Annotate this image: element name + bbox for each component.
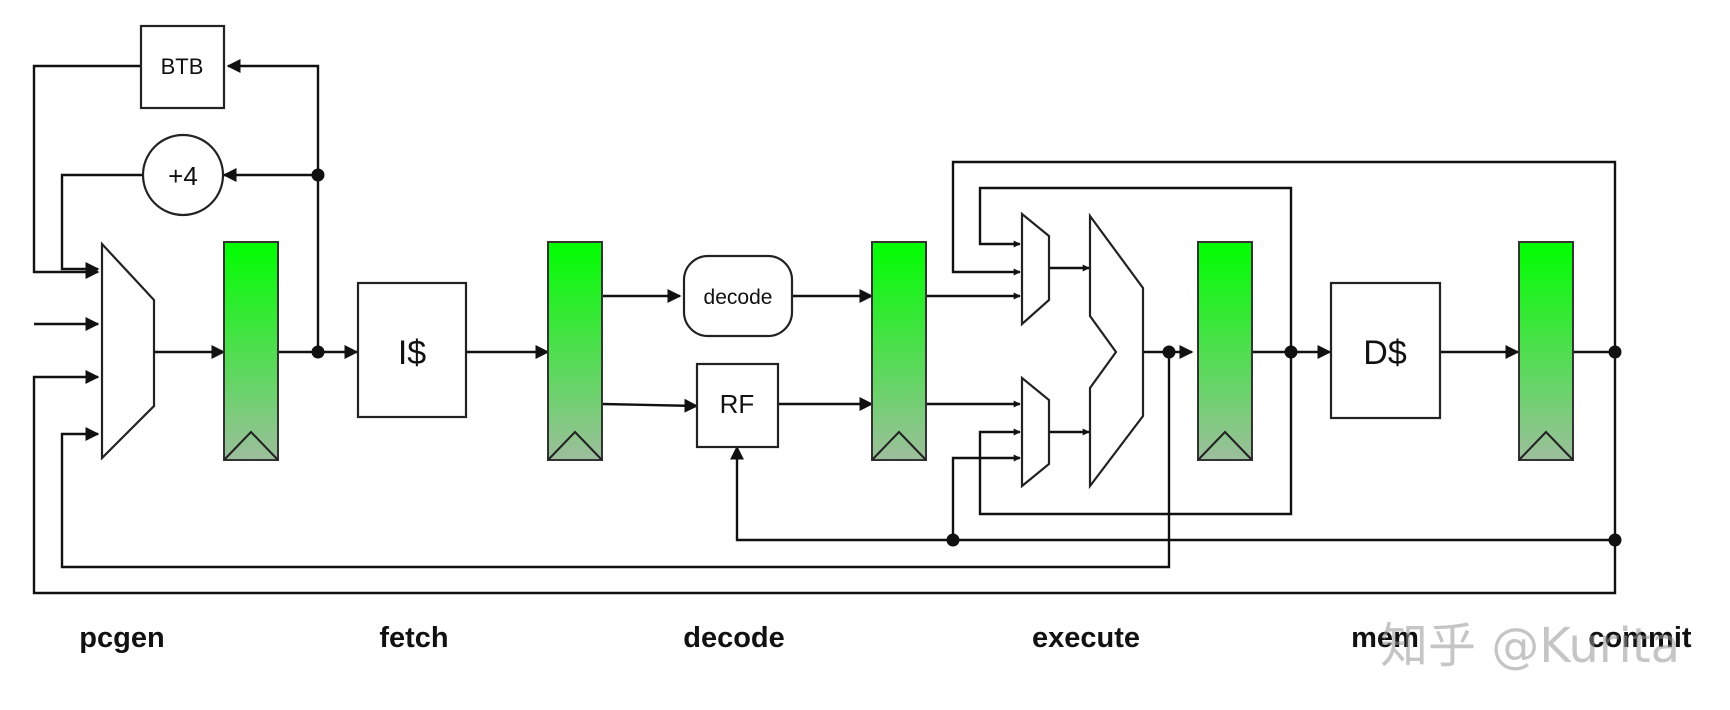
icache-label: I$ — [398, 334, 426, 372]
decode-box — [682, 254, 794, 338]
clock-triangle-icon — [871, 430, 927, 461]
clock-triangle-icon — [223, 430, 279, 461]
pc-mux — [100, 241, 156, 461]
wire-redirect-to-mux — [32, 370, 1617, 595]
btb-label: BTB — [161, 54, 204, 79]
clock-triangle-icon — [547, 430, 603, 461]
junction-dot — [1608, 533, 1622, 547]
dcache-block: D$ — [1329, 281, 1442, 420]
junction-dot — [1608, 345, 1622, 359]
upper-operand-mux — [1020, 211, 1051, 327]
wire-btb-to-mux — [32, 64, 140, 279]
clock-triangle-icon — [1518, 430, 1574, 461]
stage-label-pcgen: pcgen — [79, 622, 165, 654]
wire-commit-bypass-lower — [951, 352, 1617, 542]
wire-pc-to-btb — [226, 59, 320, 352]
pipeline-registers — [223, 241, 1574, 461]
register-body — [1197, 241, 1253, 461]
register-body — [547, 241, 603, 461]
stage-label-commit: commit — [1588, 622, 1692, 654]
plus4-circle — [141, 133, 225, 217]
pc-register — [223, 241, 279, 461]
junction-dot — [311, 345, 325, 359]
stage-label-decode: decode — [683, 622, 785, 654]
wire-commit-bypass-upper — [951, 160, 1617, 352]
mem-register — [1518, 241, 1574, 461]
stage-label-mem: mem — [1351, 622, 1419, 654]
btb-box — [139, 24, 226, 110]
stage-label-execute: execute — [1031, 622, 1141, 654]
rf-label: RF — [720, 389, 755, 419]
watermark: 知乎 @Kurita — [1380, 618, 1681, 674]
lower-operand-mux — [1020, 375, 1051, 489]
decode-label: decode — [704, 286, 773, 309]
decode-register — [871, 241, 927, 461]
icache-box — [356, 281, 468, 419]
wire-mem-bypass-upper — [978, 186, 1293, 352]
clock-triangle-icon — [1197, 430, 1253, 461]
dcache-box — [1329, 281, 1442, 420]
execute-register — [1197, 241, 1253, 461]
wire-writeback-to-rf — [730, 445, 953, 542]
fetch-register — [547, 241, 603, 461]
dcache-label: D$ — [1363, 334, 1407, 372]
junction-dot — [1284, 345, 1298, 359]
plus4-block: +4 — [141, 133, 225, 217]
plus4-label: +4 — [168, 161, 198, 191]
wire-to-rf — [601, 398, 699, 413]
alu — [1088, 212, 1145, 490]
junction-dots — [311, 168, 1622, 547]
wire-plus4-to-mux — [60, 173, 142, 276]
btb-block: BTB — [139, 24, 226, 110]
stage-label-fetch: fetch — [379, 622, 449, 654]
rf-block: RF — [695, 362, 780, 449]
register-body — [871, 241, 927, 461]
wire-branch-target-to-mux — [60, 352, 1171, 569]
junction-dot — [1162, 345, 1176, 359]
wire-mem-bypass-lower — [978, 352, 1293, 516]
junction-dot — [311, 168, 325, 182]
rf-box — [695, 362, 780, 449]
junction-dot — [946, 533, 960, 547]
register-body — [223, 241, 279, 461]
decode-block: decode — [682, 254, 794, 338]
wires — [32, 59, 1617, 595]
register-body — [1518, 241, 1574, 461]
icache-block: I$ — [356, 281, 468, 419]
